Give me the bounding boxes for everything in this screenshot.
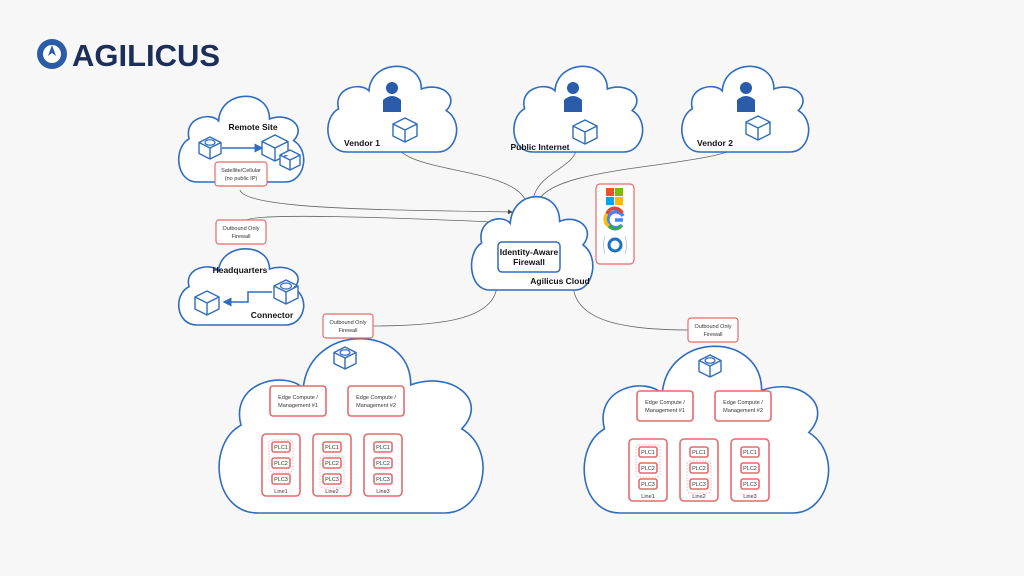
plc-box xyxy=(271,457,291,469)
plc-label: PLC1 xyxy=(376,445,390,451)
edge-label: Management #2 xyxy=(356,403,396,409)
note-line: Satellite/Cellular xyxy=(221,168,261,174)
cube-icon xyxy=(392,117,418,143)
plc-box xyxy=(689,478,709,490)
connector-cube-icon xyxy=(333,346,357,370)
line-label: Line2 xyxy=(692,494,705,500)
edge-label: Management #2 xyxy=(723,408,763,414)
public-internet-label: Public Internet xyxy=(510,142,569,152)
cube-icon xyxy=(194,290,220,316)
site-firewall-note xyxy=(687,317,739,343)
agilicus-cloud-label: Agilicus Cloud xyxy=(530,276,590,286)
plc-label: PLC1 xyxy=(641,450,655,456)
plc-box xyxy=(740,446,760,458)
plc-label: PLC1 xyxy=(692,450,706,456)
vendor-1-label: Vendor 1 xyxy=(344,138,380,148)
note-line: Outbound Only xyxy=(330,320,367,326)
identity-aware-firewall xyxy=(497,241,561,273)
plc-box xyxy=(638,446,658,458)
plc-box xyxy=(740,462,760,474)
plc-box xyxy=(322,441,342,453)
plc-label: PLC2 xyxy=(274,461,288,467)
plc-label: PLC3 xyxy=(641,482,655,488)
connector-cube-icon xyxy=(698,354,722,378)
plc-box xyxy=(322,457,342,469)
plc-label: PLC3 xyxy=(325,477,339,483)
cube-icon xyxy=(572,119,598,145)
note-line: Outbound Only xyxy=(223,226,260,232)
plc-box xyxy=(638,478,658,490)
note-line: Firewall xyxy=(704,332,723,338)
line-label: Line3 xyxy=(743,494,756,500)
note-line: Outbound Only xyxy=(695,324,732,330)
line-label: Line1 xyxy=(641,494,654,500)
edge-label: Edge Compute / xyxy=(278,395,318,401)
plc-label: PLC2 xyxy=(325,461,339,467)
edge-label: Management #1 xyxy=(645,408,685,414)
plc-label: PLC1 xyxy=(743,450,757,456)
plc-box xyxy=(271,473,291,485)
microsoft-icon xyxy=(606,188,623,205)
edge-compute-box xyxy=(636,390,694,422)
plc-box xyxy=(740,478,760,490)
plc-box xyxy=(689,462,709,474)
connector-cube-icon xyxy=(198,136,222,160)
plc-box xyxy=(638,462,658,474)
person-icon xyxy=(564,82,582,112)
cube-icon xyxy=(745,115,771,141)
cube-icon xyxy=(279,149,301,171)
firewall-label: Identity-Aware xyxy=(500,247,559,257)
plc-label: PLC1 xyxy=(325,445,339,451)
edge-label: Edge Compute / xyxy=(645,400,685,406)
note-line: Firewall xyxy=(232,234,251,240)
plc-label: PLC2 xyxy=(641,466,655,472)
note-line: (no public IP) xyxy=(225,176,258,182)
plc-box xyxy=(373,473,393,485)
connector-cube-icon xyxy=(273,279,299,305)
edge-label: Management #1 xyxy=(278,403,318,409)
plc-label: PLC3 xyxy=(692,482,706,488)
person-icon xyxy=(737,82,755,112)
line-label: Line1 xyxy=(274,489,287,495)
agilicus-logo: AGILICUS xyxy=(37,38,220,73)
note-line: Firewall xyxy=(339,328,358,334)
identity-providers-box xyxy=(595,183,635,265)
edge-label: Edge Compute / xyxy=(356,395,396,401)
line-label: Line3 xyxy=(376,489,389,495)
remote-site-title: Remote Site xyxy=(228,122,277,132)
vendor-2-label: Vendor 2 xyxy=(697,138,733,148)
edge-compute-box xyxy=(714,390,772,422)
plc-box xyxy=(373,457,393,469)
plc-label: PLC2 xyxy=(692,466,706,472)
plc-box xyxy=(322,473,342,485)
logo-text: AGILICUS xyxy=(72,38,220,73)
edge-compute-box xyxy=(269,385,327,417)
satellite-cellular-note xyxy=(214,161,268,187)
plc-label: PLC3 xyxy=(274,477,288,483)
person-icon xyxy=(383,82,401,112)
headquarters-title: Headquarters xyxy=(213,265,268,275)
hq-firewall-note xyxy=(215,219,267,245)
edge-compute-box xyxy=(347,385,405,417)
remote-site-cloud xyxy=(177,95,305,183)
firewall-label: Firewall xyxy=(513,257,545,267)
plc-label: PLC2 xyxy=(743,466,757,472)
site-firewall-note xyxy=(322,313,374,339)
plc-box xyxy=(689,446,709,458)
plc-label: PLC3 xyxy=(376,477,390,483)
plc-label: PLC1 xyxy=(274,445,288,451)
plc-box xyxy=(373,441,393,453)
edge-label: Edge Compute / xyxy=(723,400,763,406)
plc-box xyxy=(271,441,291,453)
plc-label: PLC2 xyxy=(376,461,390,467)
line-label: Line2 xyxy=(325,489,338,495)
plc-label: PLC3 xyxy=(743,482,757,488)
connector-label: Connector xyxy=(251,310,294,320)
openid-icon xyxy=(603,235,627,255)
google-icon xyxy=(603,206,625,231)
